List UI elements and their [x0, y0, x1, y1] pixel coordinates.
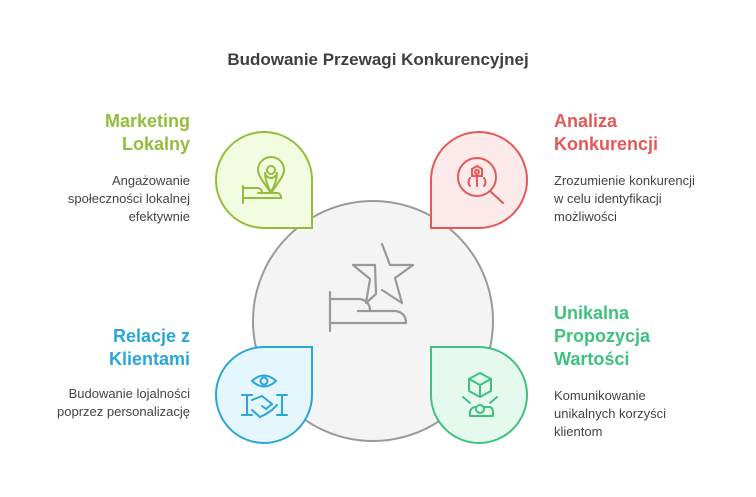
card-relations-shape: [215, 346, 313, 444]
star-hand-icon: [328, 242, 415, 333]
diagram-title: Budowanie Przewagi Konkurencyjnej: [227, 50, 529, 69]
search-analysis-icon: [457, 157, 504, 204]
card-marketing-shape: [215, 131, 313, 229]
card-value-shape: [430, 346, 528, 444]
location-hand-icon: [242, 156, 286, 204]
card-analysis-shape: [430, 131, 528, 229]
cube-value-icon: [462, 372, 498, 417]
handshake-eye-icon: [241, 374, 288, 419]
